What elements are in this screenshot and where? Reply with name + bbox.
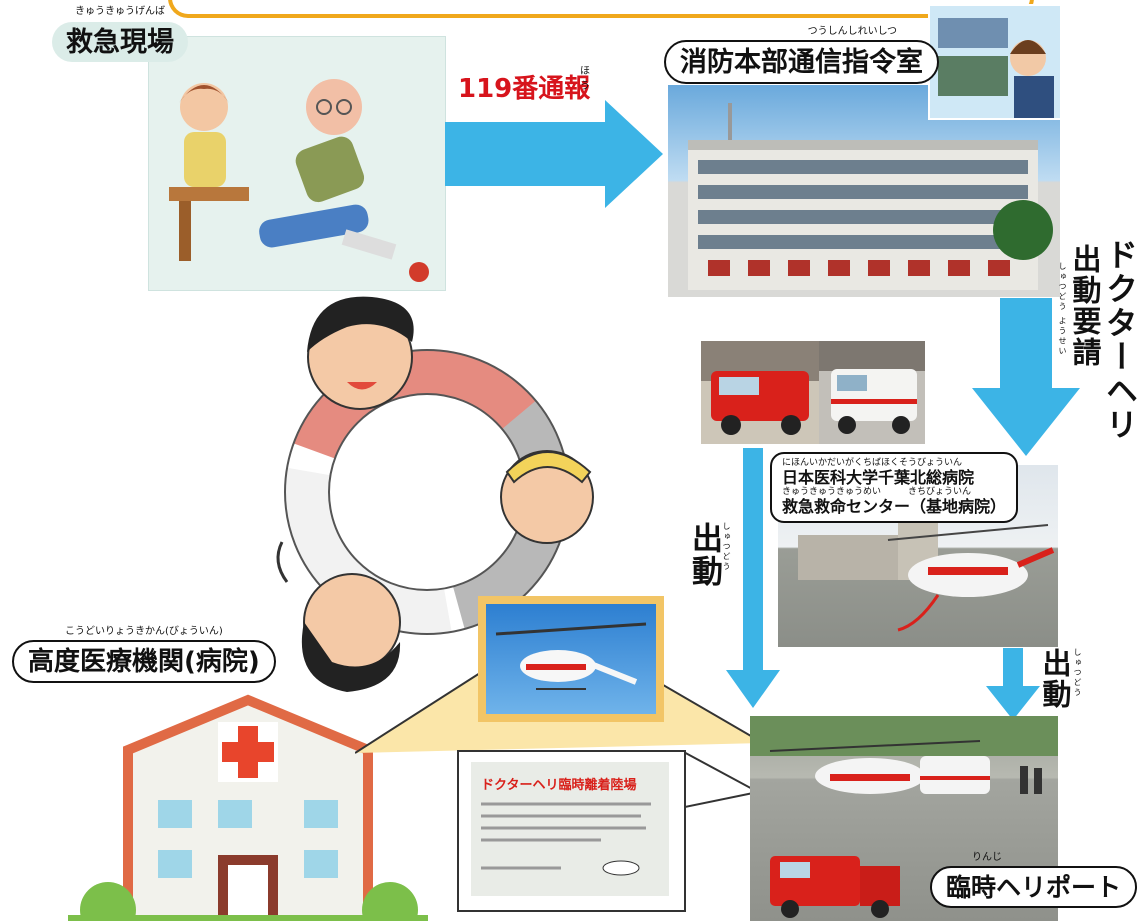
dispatch-left-text: 出動 (686, 522, 722, 588)
call-label: ほう 119番通報 (458, 66, 591, 105)
helicopter-flying-photo (486, 604, 656, 714)
call-text: 119番通報 (458, 74, 591, 104)
dispatch-right-ruby: しゅつどう (1073, 648, 1082, 698)
top-frame (168, 0, 1034, 18)
request-arrow (972, 298, 1080, 456)
base-hospital-ruby2: きゅうきゅうきゅうめい きちびょういん (782, 487, 972, 497)
doctor-heli-request-sub: 出動要請 (1068, 244, 1102, 368)
doctor-heli-request-title: ドクターヘリ (1101, 238, 1139, 442)
dispatch-right-text: 出動 (1038, 648, 1072, 710)
heliport-sign-photo: ドクターヘリ臨時離着陸場 (471, 762, 669, 896)
scene-ruby: きゅうきゅうげんば (75, 6, 165, 17)
heliport-text: 臨時ヘリポート (946, 873, 1122, 902)
emergency-scene-illustration (148, 36, 446, 291)
helicopter-callout-frame (478, 596, 664, 722)
care-team-illustration (252, 282, 602, 702)
base-hospital-ruby1: にほんいかだいがくちばほくそうびょういん (782, 458, 963, 468)
call-arrow (445, 100, 663, 208)
sign-callout-tail (680, 750, 760, 810)
hq-text: 消防本部通信指令室 (680, 47, 923, 78)
command-room-illustration (928, 4, 1062, 120)
ambulance-photo (819, 341, 925, 444)
hospital-label: こうどいりょうきかん(びょういん) 高度医療機関(病院) (12, 626, 276, 683)
dispatch-left-ruby: しゅつどう (722, 522, 731, 572)
fire-hq-photo (668, 85, 1060, 297)
hospital-building-illustration (68, 690, 428, 921)
hospital-text: 高度医療機関(病院) (28, 647, 260, 677)
base-hospital-line1: 日本医科大学千葉北総病院 (782, 468, 975, 487)
scene-text: 救急現場 (66, 27, 174, 58)
heliport-label: りんじ 臨時ヘリポート (930, 852, 1138, 908)
hq-ruby: つうしんしれいしつ (807, 26, 897, 37)
scene-label: きゅうきゅうげんば 救急現場 (52, 6, 188, 62)
base-hospital-line2: 救急救命センター（基地病院） (782, 497, 1007, 516)
hospital-ruby: こうどいりょうきかん(びょういん) (64, 626, 223, 637)
base-hospital-label: にほんいかだいがくちばほくそうびょういん 日本医科大学千葉北総病院 きゅうきゅう… (770, 452, 1019, 523)
call-ruby: ほう (580, 66, 590, 92)
doctor-heli-request-ruby: しゅつどう ようせい (1058, 262, 1067, 357)
dispatch-arrow-left (726, 448, 780, 708)
fire-engine-photo (701, 341, 819, 444)
heliport-sign-frame: ドクターヘリ臨時離着陸場 (457, 750, 686, 912)
heliport-ruby: りんじ (972, 852, 1002, 863)
dispatch-arrow-right (986, 648, 1040, 720)
hq-label: つうしんしれいしつ 消防本部通信指令室 (664, 26, 939, 84)
heliport-sign-title: ドクターヘリ臨時離着陸場 (481, 778, 637, 793)
